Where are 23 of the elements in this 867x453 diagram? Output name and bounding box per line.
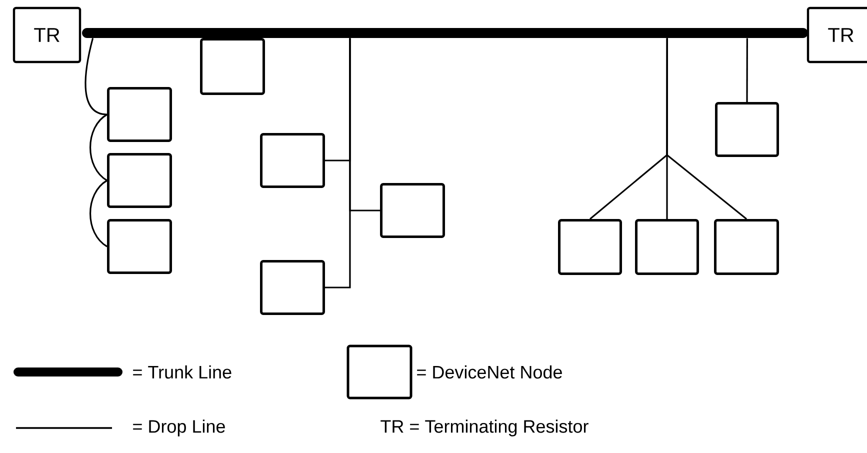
node-box — [260, 133, 325, 188]
drop-line — [89, 114, 108, 182]
node-box — [714, 219, 779, 275]
resistor-box: TR — [806, 6, 867, 64]
drop-line — [746, 38, 748, 102]
node-box — [107, 219, 172, 274]
drop-line — [89, 180, 108, 248]
node-box — [260, 260, 325, 315]
legend-label: = Trunk Line — [133, 365, 232, 379]
node-box — [200, 38, 265, 95]
drop-line — [325, 38, 351, 288]
resistor-box: TR — [12, 6, 82, 64]
node-box — [107, 153, 172, 208]
legend-label: = DeviceNet Node — [417, 365, 562, 379]
node-box — [380, 183, 445, 238]
legend-label: TR = Terminating Resistor — [380, 420, 588, 436]
node-box — [558, 219, 622, 275]
legend-label: = Drop Line — [133, 420, 225, 436]
node-box — [635, 219, 699, 275]
drop-line — [666, 38, 747, 220]
drop-line — [84, 38, 108, 116]
node-box — [715, 102, 779, 157]
node-box — [107, 87, 172, 142]
